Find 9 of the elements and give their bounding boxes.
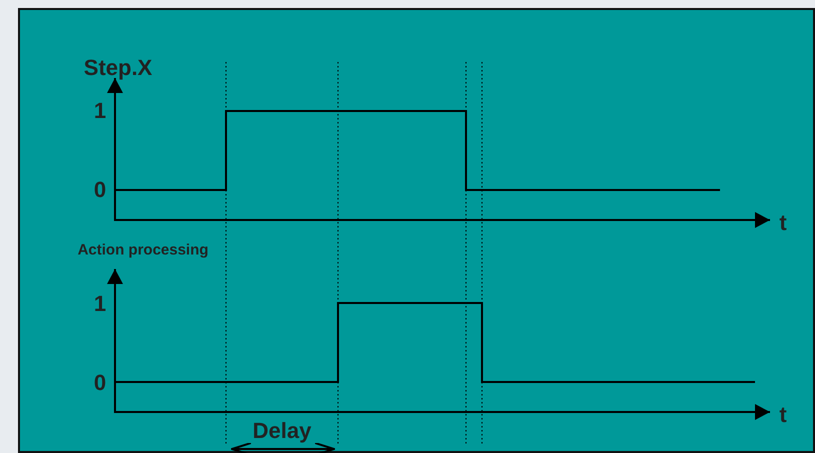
tick-label: 1 bbox=[94, 100, 106, 122]
dimension-label: Delay bbox=[252, 420, 312, 442]
axis-title: Action processing bbox=[78, 242, 208, 258]
axis-label: t bbox=[779, 404, 787, 426]
axis-title: Step.X bbox=[84, 57, 152, 79]
tick-label: 1 bbox=[94, 293, 106, 315]
axis-label: t bbox=[779, 212, 787, 234]
tick-label: 0 bbox=[94, 372, 106, 394]
tick-label: 0 bbox=[94, 179, 106, 201]
